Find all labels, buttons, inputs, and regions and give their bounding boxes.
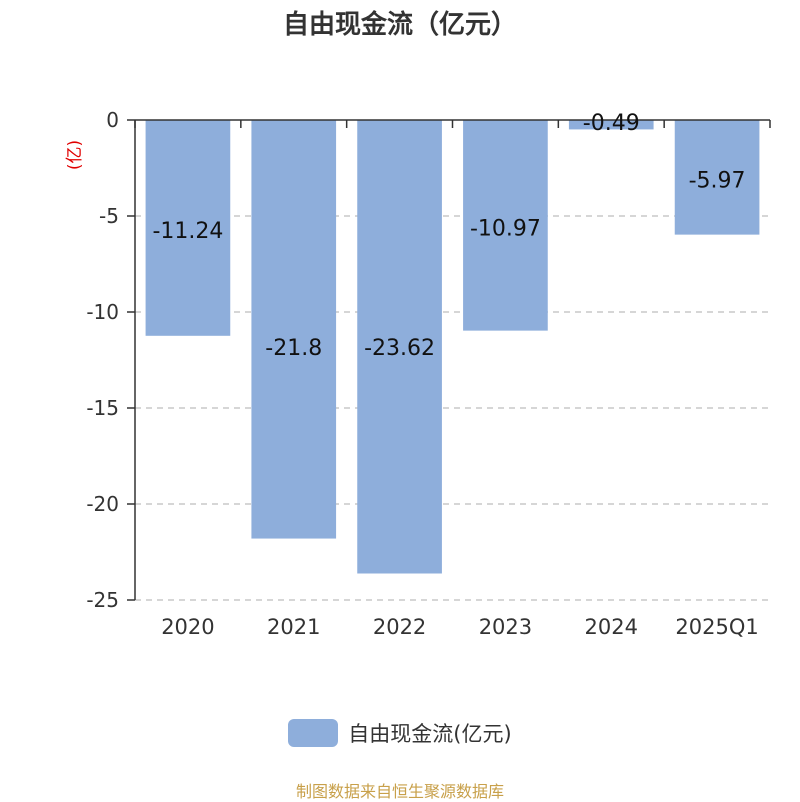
x-tick-label: 2020: [161, 615, 214, 639]
data-labels: -11.24 -21.8 -23.62 -10.97 -0.49 -5.97: [152, 111, 745, 361]
y-tick-label: -20: [86, 492, 119, 516]
y-axis-label: (亿): [65, 140, 85, 170]
x-tick-label: 2025Q1: [675, 615, 758, 639]
bar-2022[interactable]: [357, 120, 442, 574]
legend-label: 自由现金流(亿元): [348, 722, 512, 746]
y-tick-label: -15: [86, 396, 119, 420]
bar-2025Q1[interactable]: [674, 120, 760, 235]
bar-2023[interactable]: [463, 120, 548, 331]
y-tick-label: 0: [106, 108, 119, 132]
bar-2020[interactable]: [145, 120, 231, 336]
bar-2024[interactable]: [568, 120, 654, 130]
data-label: -23.62: [364, 336, 435, 361]
legend-swatch: [288, 719, 339, 747]
data-label: -0.49: [583, 111, 640, 136]
y-tick-label: -5: [99, 204, 119, 228]
grid-lines: [135, 215, 770, 601]
x-tick-label: 2022: [373, 615, 426, 639]
bars: [145, 120, 760, 574]
source-note: 制图数据来自恒生聚源数据库: [295, 782, 504, 801]
axes: 0 -5 -10 -15 -20 -25 2020 2021 2022 2023 2024 2025Q…: [86, 108, 771, 639]
x-tick-label: 2024: [585, 615, 638, 639]
y-tick-label: -10: [86, 300, 119, 324]
x-tick-label: 2023: [479, 615, 532, 639]
legend[interactable]: 自由现金流(亿元): [0, 718, 800, 748]
data-label: -11.24: [152, 219, 223, 244]
data-label: -21.8: [265, 336, 322, 361]
chart-title: 自由现金流（亿元）: [282, 10, 517, 40]
data-label: -5.97: [689, 168, 746, 193]
x-tick-label: 2021: [267, 615, 320, 639]
y-tick-label: -25: [86, 588, 119, 612]
bar-2021[interactable]: [251, 120, 337, 539]
data-label: -10.97: [470, 216, 541, 241]
